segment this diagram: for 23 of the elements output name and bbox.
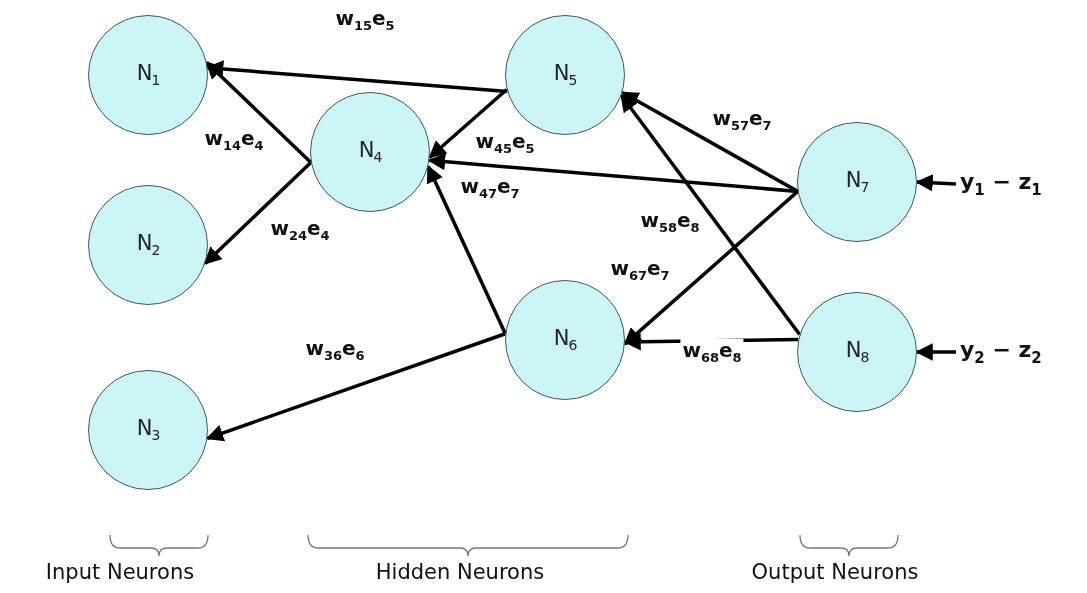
arrow — [205, 61, 313, 164]
neuron-circle: N$_{7}$ — [797, 122, 917, 242]
neuron-circle: N$_{6}$ — [505, 280, 625, 400]
arrow — [619, 94, 802, 336]
arrow — [915, 174, 957, 192]
neuron-circle: N$_{3}$ — [88, 370, 208, 490]
arrow — [915, 343, 956, 361]
arrow — [203, 161, 313, 265]
neuron-circle: N$_{5}$ — [505, 15, 625, 135]
neuron-circle: N$_{4}$ — [310, 92, 430, 212]
error-term: y$_{2}$ − z$_{2}$ — [960, 337, 1042, 367]
neuron-circle: N$_{2}$ — [88, 185, 208, 305]
arrow — [426, 164, 507, 335]
layer-label: Hidden Neurons — [375, 560, 545, 584]
arrow — [620, 91, 799, 193]
layer-label: Output Neurons — [751, 560, 919, 584]
error-term: y$_{1}$ − z$_{1}$ — [960, 169, 1042, 199]
arrow — [205, 332, 506, 442]
neuron-circle: N$_{8}$ — [797, 292, 917, 412]
arrow — [623, 190, 799, 346]
neuron-circle: N$_{1}$ — [88, 15, 208, 135]
arrow — [428, 88, 508, 159]
layer-label: Input Neurons — [45, 560, 195, 584]
